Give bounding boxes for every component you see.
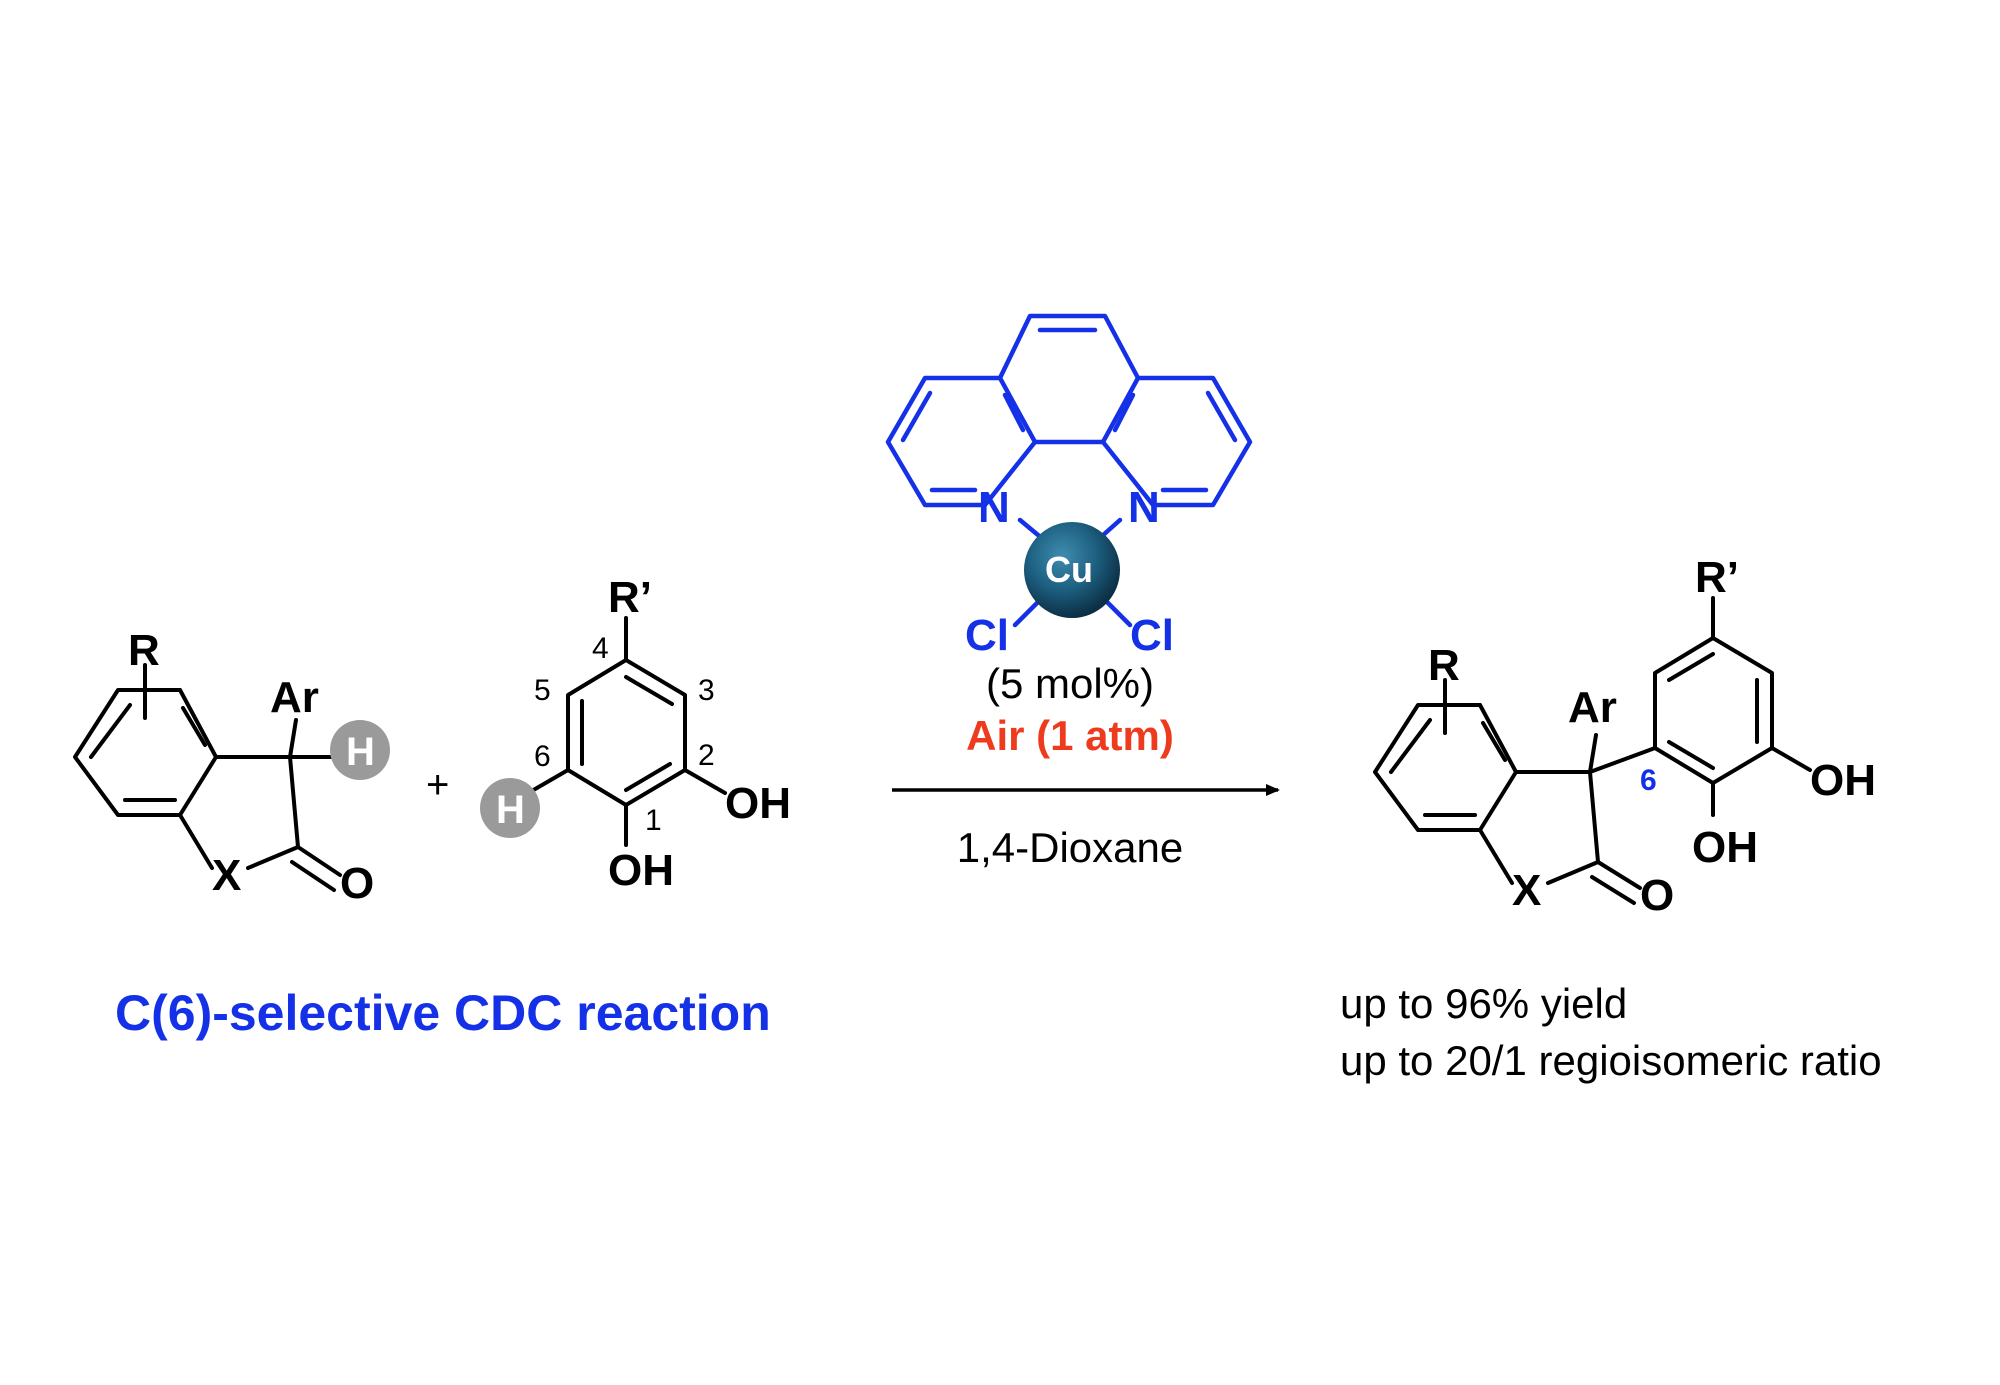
h-bond-position-6 [528, 768, 570, 794]
hydrogen-circle-catechol [480, 778, 540, 838]
product-catechol-double-1 [1667, 652, 1715, 682]
hydroxyl-label-2: OH [725, 779, 791, 828]
chloride-label-right: Cl [1130, 611, 1174, 660]
heteroatom-x-label: X [212, 851, 241, 900]
cu-cl-bond-left [1012, 597, 1043, 628]
product-substituent-r-prime-label: R’ [1695, 553, 1739, 602]
oxidant-condition: Air (1 atm) [966, 712, 1174, 759]
plus-sign: + [426, 763, 449, 807]
ring-bond-c3-c2 [288, 755, 300, 849]
copper-label: Cu [1045, 549, 1093, 590]
catalyst-phen-cucl2: N N Cu Cl Cl (5 mol%) [885, 313, 1253, 707]
product-ring-x-c7a [1478, 828, 1514, 885]
phen-left-double-3 [1002, 392, 1026, 433]
product-carbonyl-2 [1590, 875, 1636, 905]
product-heteroatom-x-label: X [1512, 866, 1541, 915]
phen-right-ring [1100, 375, 1253, 508]
nitrogen-label-right: N [1128, 483, 1160, 532]
substituent-r-label: R [128, 626, 160, 675]
ring-bond-x-c7a [178, 813, 214, 870]
solvent-condition: 1,4-Dioxane [957, 824, 1183, 871]
copper-sphere [1024, 522, 1120, 618]
phen-left-double-1 [900, 390, 933, 443]
product-aryl-bond [1588, 733, 1598, 774]
product-aryl-label: Ar [1568, 683, 1617, 732]
carbonyl-bond-1 [296, 845, 342, 877]
oh-bond-2 [683, 768, 727, 795]
yield-result: up to 96% yield [1340, 980, 1627, 1027]
position-label-6: 6 [534, 740, 551, 773]
catechol-double-bond-1 [624, 675, 674, 706]
carbonyl-bond-2 [290, 860, 336, 892]
position-label-3: 3 [698, 674, 715, 707]
catechol-double-bond-2 [624, 762, 672, 792]
phen-central-ring [997, 313, 1141, 381]
hydrogen-label-catechol: H [496, 788, 525, 832]
position-label-5: 5 [534, 674, 551, 707]
carbonyl-oxygen-label: O [340, 859, 374, 908]
hydrogen-circle [330, 720, 390, 780]
nitrogen-label-left: N [978, 483, 1010, 532]
cu-cl-bond-right [1102, 597, 1133, 628]
product-oh-bond-right [1770, 746, 1812, 772]
position-label-1: 1 [645, 804, 662, 837]
product-ring-c3-c2 [1588, 770, 1600, 864]
product-substituent-r-label: R [1428, 641, 1460, 690]
product-carbonyl-1 [1596, 860, 1642, 890]
reactant-benzofuranone: R Ar H X O [73, 626, 390, 908]
phen-right-double-1 [1205, 390, 1238, 443]
hydrogen-label: H [346, 730, 375, 774]
position-label-2: 2 [698, 739, 715, 772]
benzene-double-bond-3 [181, 706, 207, 747]
product-hydroxyl-label-right: OH [1810, 756, 1876, 805]
product-structure: R Ar R’ 6 OH OH X O [1373, 553, 1876, 920]
phen-right-double-3 [1112, 392, 1136, 433]
product-benzene-double-3 [1481, 721, 1507, 762]
product-catechol-double-3 [1667, 740, 1715, 770]
product-biaryl-bond [1588, 746, 1657, 774]
product-benzene-double-1 [1389, 718, 1432, 774]
catechol-ring-bonds [566, 658, 687, 807]
product-catechol-ring [1653, 636, 1774, 785]
position-label-4: 4 [592, 632, 609, 665]
product-carbonyl-oxygen-label: O [1640, 871, 1674, 920]
catalyst-loading: (5 mol%) [986, 660, 1154, 707]
product-position-6-label: 6 [1640, 764, 1657, 797]
substituent-r-prime-label: R’ [608, 573, 652, 622]
benzene-double-bond-1 [89, 703, 132, 759]
aryl-label: Ar [270, 673, 319, 722]
phen-left-ring [885, 375, 1038, 508]
product-ring-c2-x [1546, 860, 1600, 885]
reaction-caption: C(6)-selective CDC reaction [115, 985, 771, 1041]
chloride-label-left: Cl [965, 611, 1009, 660]
reactant-catechol: R’ OH OH H 1 2 3 4 5 6 [480, 573, 791, 895]
aryl-bond [288, 718, 298, 759]
ring-bond-c2-x [246, 845, 300, 870]
hydroxyl-label-1: OH [608, 846, 674, 895]
product-hydroxyl-label-bottom: OH [1692, 823, 1758, 872]
ratio-result: up to 20/1 regioisomeric ratio [1340, 1037, 1882, 1084]
